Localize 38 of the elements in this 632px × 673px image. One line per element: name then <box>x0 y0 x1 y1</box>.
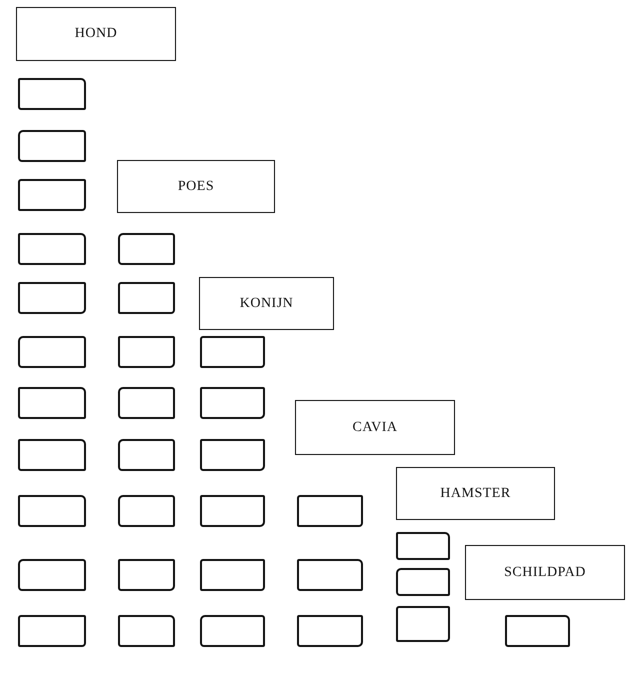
unit-box <box>118 615 175 647</box>
unit-box <box>118 282 175 314</box>
unit-box <box>18 439 86 471</box>
unit-box <box>297 615 363 647</box>
unit-box <box>18 336 86 368</box>
unit-box <box>118 559 175 591</box>
unit-box <box>200 336 265 368</box>
label-box: KONIJN <box>199 277 334 330</box>
label-box: CAVIA <box>295 400 455 455</box>
unit-box <box>118 439 175 471</box>
unit-box <box>396 532 450 560</box>
unit-box <box>118 233 175 265</box>
unit-box <box>18 130 86 162</box>
unit-box <box>18 387 86 419</box>
unit-box <box>18 78 86 110</box>
unit-box <box>18 495 86 527</box>
unit-box <box>505 615 570 647</box>
unit-box <box>118 336 175 368</box>
unit-box <box>18 559 86 591</box>
unit-box <box>18 615 86 647</box>
unit-box <box>18 282 86 314</box>
unit-box <box>297 495 363 527</box>
unit-box <box>118 495 175 527</box>
label-box: HAMSTER <box>396 467 555 520</box>
unit-box <box>297 559 363 591</box>
unit-box <box>18 179 86 211</box>
label-box: POES <box>117 160 275 213</box>
unit-box <box>396 568 450 596</box>
unit-box <box>200 387 265 419</box>
unit-box <box>18 233 86 265</box>
unit-box <box>118 387 175 419</box>
unit-box <box>200 615 265 647</box>
label-box: SCHILDPAD <box>465 545 625 600</box>
label-box: HOND <box>16 7 176 61</box>
unit-box <box>200 439 265 471</box>
unit-box <box>200 559 265 591</box>
unit-box <box>396 606 450 642</box>
unit-box <box>200 495 265 527</box>
